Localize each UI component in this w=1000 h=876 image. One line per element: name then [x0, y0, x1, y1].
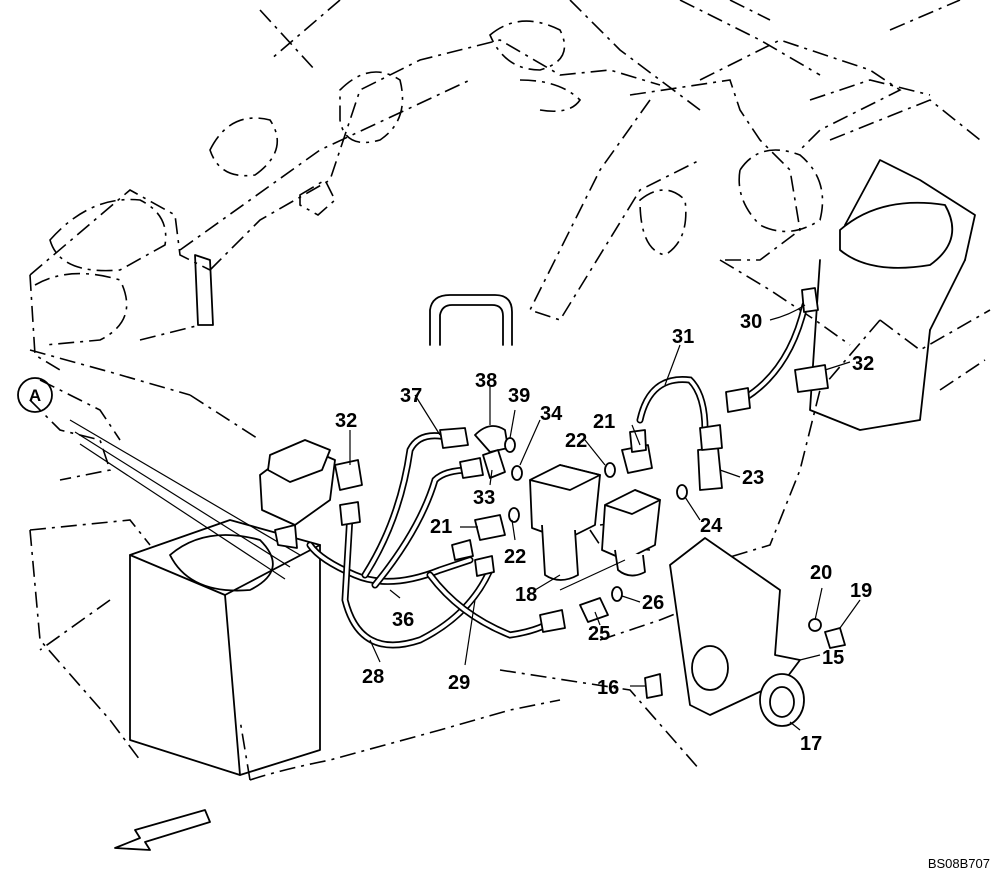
callout-21: 21	[430, 516, 452, 538]
callout-28: 28	[362, 666, 384, 688]
drawing-code: BS08B707	[928, 856, 990, 871]
callout-labels: 30 31 32 32 37 38 39 34 22 21 23 33 24 2…	[335, 311, 874, 755]
svg-text:A: A	[29, 386, 41, 405]
reference-circle-a: A	[17, 377, 53, 413]
fittings	[334, 287, 846, 699]
direction-arrow-icon	[114, 809, 211, 851]
machine-frame-outline	[29, 0, 991, 781]
callout-17: 17	[800, 733, 822, 755]
frame-solid-details	[69, 159, 976, 776]
leader-lines	[349, 304, 861, 731]
callout-24: 24	[700, 515, 723, 537]
callout-29: 29	[448, 672, 470, 694]
callout-20: 20	[810, 562, 832, 584]
filter-assemblies	[529, 464, 661, 581]
callout-36: 36	[392, 609, 414, 631]
callout-21: 21	[593, 411, 615, 433]
callout-15: 15	[822, 647, 844, 669]
callout-38: 38	[475, 370, 497, 392]
callout-22: 22	[565, 430, 587, 452]
callout-39: 39	[508, 385, 530, 407]
callout-34: 34	[540, 403, 563, 425]
callout-30: 30	[740, 311, 762, 333]
callout-16: 16	[597, 677, 619, 699]
callout-19: 19	[850, 580, 872, 602]
callout-23: 23	[742, 467, 764, 489]
callout-26: 26	[642, 592, 664, 614]
callout-31: 31	[672, 326, 694, 348]
callout-33: 33	[473, 487, 495, 509]
callout-32: 32	[335, 410, 357, 432]
mounting-bracket	[669, 537, 805, 727]
callout-18: 18	[515, 584, 537, 606]
callout-32: 32	[852, 353, 874, 375]
callout-25: 25	[588, 623, 610, 645]
manifold-block	[259, 439, 336, 549]
callout-22: 22	[504, 546, 526, 568]
callout-37: 37	[400, 385, 422, 407]
